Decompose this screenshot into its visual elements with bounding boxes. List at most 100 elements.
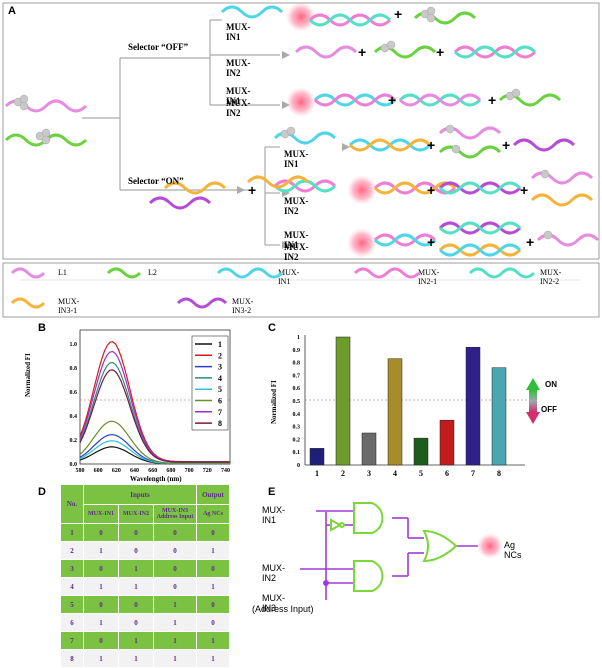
legend-mux-in3-1: MUX-IN3-1 [58,297,80,315]
on-off-arrow [526,378,540,424]
truth-table-cell: 1 [60,523,84,542]
truth-table-cell: 1 [153,649,197,668]
chart-c-ytick: 0.4 [293,412,301,418]
chart-b-frame [79,329,231,465]
chart-c-xtick: 8 [497,469,501,478]
legend-mux-in3-1-swatch [10,297,46,309]
truth-table-cell: 1 [118,559,154,578]
chart-b-ylabel: Normalized FI [24,353,32,397]
truth-table-cell: 1 [83,541,119,560]
truth-table-cell: 0 [118,523,154,542]
chart-c-bar-2 [335,336,351,466]
chart-b-xtick: 720 [203,468,212,474]
chart-b-curve-6 [79,420,230,464]
chart-c-ytick: 0.3 [293,425,301,431]
chart-c-ytick: 0.6 [293,386,301,392]
chart-c-bar-7 [465,346,481,466]
chart-b-xtick: 600 [94,468,103,474]
truth-table-cell: 1 [196,649,230,668]
truth-table-cell: 0 [118,541,154,560]
branch-on-1-label: MUX-IN1 [284,149,309,169]
truth-table-cell: 3 [60,559,84,578]
panel-a-frame [2,2,600,260]
truth-table-cell: 1 [83,613,119,632]
chart-c-ylabel: Normalized FI [270,380,278,424]
circuit-in2-label: MUX-IN2 [262,563,285,583]
legend-mux-in2-1: MUX-IN2-1 [418,268,440,286]
chart-b-ytick: 0.8 [70,366,78,372]
chart-b-ytick: 0.0 [70,462,78,468]
chart-b-ytick: 1.0 [70,342,78,348]
chart-c-xtick: 3 [367,469,371,478]
tree-arrows [237,51,350,249]
chart-b-curve-8 [79,369,230,463]
chart-b-xtick: 700 [185,468,194,474]
truth-table-cell: 1 [153,613,197,632]
ag-nc-output-glow [477,533,503,559]
chart-b-ytick: 0.2 [70,438,78,444]
chart-b-xlabel: Wavelength (nm) [130,475,182,483]
plus-7: + [427,137,436,153]
plus-8: + [502,137,511,153]
th-in3: MUX-IN3 Address Input [153,504,197,524]
chart-c-ytick: 0.8 [293,361,301,367]
truth-table-cell: 1 [83,577,119,596]
truth-table-cell: 1 [118,577,154,596]
junction-dot [323,580,329,586]
truth-table-cell: 1 [196,577,230,596]
truth-table: No. Inputs Output MUX-IN1 MUX-IN2 MUX-IN… [60,483,230,668]
truth-table-cell: 0 [153,577,197,596]
plus-4: + [388,92,397,108]
circuit-out-label: Ag NCs [504,540,522,560]
chart-b-xtick: 580 [76,468,85,474]
truth-table-cell: 0 [153,559,197,578]
chart-b-xtick: 740 [221,468,230,474]
chart-c-xtick: 5 [419,469,423,478]
chart-b-legend-label: 8 [218,419,222,428]
chart-c-xtick: 6 [445,469,449,478]
truth-table-cell: 4 [60,577,84,596]
truth-table-cell: 0 [83,631,119,650]
truth-table-cell: 5 [60,595,84,614]
truth-table-cell: 6 [60,613,84,632]
selector-tree [82,19,280,246]
truth-table-cell: 0 [118,595,154,614]
branch-off-3a-label: MUX-IN1 [226,86,251,106]
legend-swatches-2 [10,297,228,309]
plus-12: + [526,234,535,250]
logic-gates [330,502,458,592]
chart-c-bar-1 [309,448,325,466]
chart-b-legend-box [191,335,229,431]
circuit-in1-label: MUX-IN1 [262,505,285,525]
plus-11: + [427,234,436,250]
truth-table-cell: 0 [83,595,119,614]
th-no: No. [60,484,84,524]
legend-mux-in3-2: MUX-IN3-2 [232,297,254,315]
and-gate-1 [353,502,384,534]
off-label: OFF [541,405,557,414]
truth-table-cell: 7 [60,631,84,650]
truth-table-cell: 8 [60,649,84,668]
panel-label-c: C [268,322,276,334]
or-gate [422,529,458,563]
legend-l1: L1 [58,268,67,277]
chart-b-xtick: 620 [112,468,121,474]
truth-table-cell: 1 [196,631,230,650]
legend-mux-in3-2-swatch [176,297,228,309]
branch-off-1-label: MUX-IN1 [226,22,251,42]
chart-b-curve-5 [79,440,230,465]
ag-nc-glows [286,2,377,258]
truth-table-cell: 1 [196,541,230,560]
th-in1: MUX-IN1 [83,504,119,524]
branch-off-2-label: MUX-IN2 [226,58,251,78]
selector-on-label: Selector “ON” [128,176,184,186]
truth-table-cell: 0 [118,613,154,632]
chart-c-xtick: 7 [471,469,475,478]
legend-swatches [10,267,536,279]
